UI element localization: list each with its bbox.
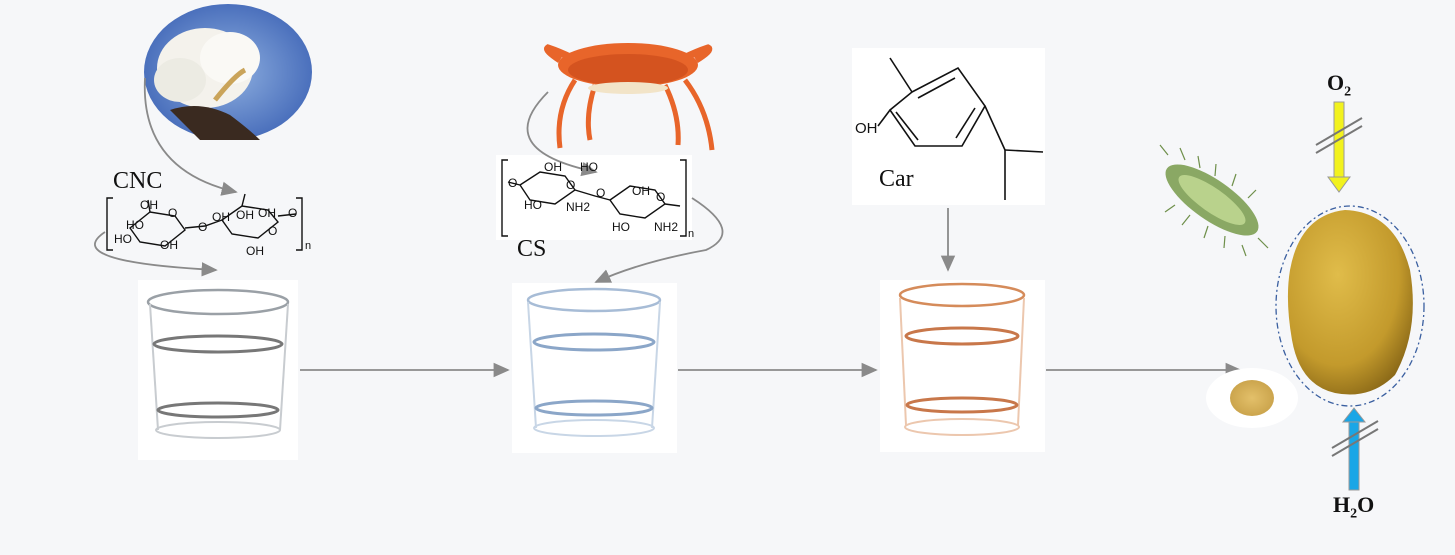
cs-label: CS (517, 236, 547, 262)
carvacrol-oh-label: OH (855, 120, 878, 137)
car-label: Car (879, 166, 914, 192)
cs-group: O (566, 178, 576, 192)
cs-group: NH2 (654, 220, 679, 234)
cnc-repeat-n: n (305, 240, 312, 252)
cnc-group: OH (160, 238, 178, 252)
cotton-image (144, 4, 312, 140)
h2o-arrow (1331, 407, 1379, 491)
cnc-group: O (168, 206, 178, 220)
h2o-label: H2O (1333, 492, 1375, 522)
arrow-cs-to-beaker2 (594, 197, 724, 283)
arrow-crab-to-cs (526, 91, 598, 177)
beaker-2 (526, 287, 662, 437)
cnc-group: OH (212, 210, 230, 224)
cnc-group: OH (258, 206, 276, 220)
cnc-group: O (198, 220, 208, 234)
cnc-group: OH (140, 198, 158, 212)
cs-repeat-n: n (688, 228, 695, 240)
o2-label: O2 (1327, 70, 1352, 100)
cnc-group: O (288, 206, 298, 220)
arrow-cotton-to-cnc (143, 77, 238, 196)
bacteria-image (1159, 144, 1269, 257)
cnc-structure (106, 193, 303, 251)
egg-image (1206, 368, 1298, 428)
cnc-group: OH (236, 208, 254, 222)
crab-image (544, 43, 715, 151)
cs-group: O (596, 186, 606, 200)
cs-group: HO (612, 220, 630, 234)
carvacrol-panel (852, 48, 1045, 205)
cs-group: HO (580, 160, 598, 174)
carvacrol-structure (877, 57, 1044, 200)
cnc-group: O (268, 224, 278, 238)
cs-structure (501, 159, 687, 237)
coated-fruit (1275, 205, 1425, 407)
cs-group: NH2 (566, 200, 591, 214)
cs-group: HO (524, 198, 542, 212)
cs-group: O (508, 176, 518, 190)
cnc-group: OH (246, 244, 264, 258)
arrow-cnc-to-beaker1 (94, 231, 218, 277)
beaker-3 (898, 282, 1026, 436)
process-arrows (94, 77, 1242, 378)
o2-arrow (1315, 101, 1363, 193)
beaker-1 (146, 288, 290, 439)
cs-group: O (656, 190, 666, 204)
cs-group: OH (544, 160, 562, 174)
cs-group: OH (632, 184, 650, 198)
cnc-group: HO (114, 232, 132, 246)
cnc-label: CNC (113, 168, 163, 194)
cnc-group: HO (126, 218, 144, 232)
